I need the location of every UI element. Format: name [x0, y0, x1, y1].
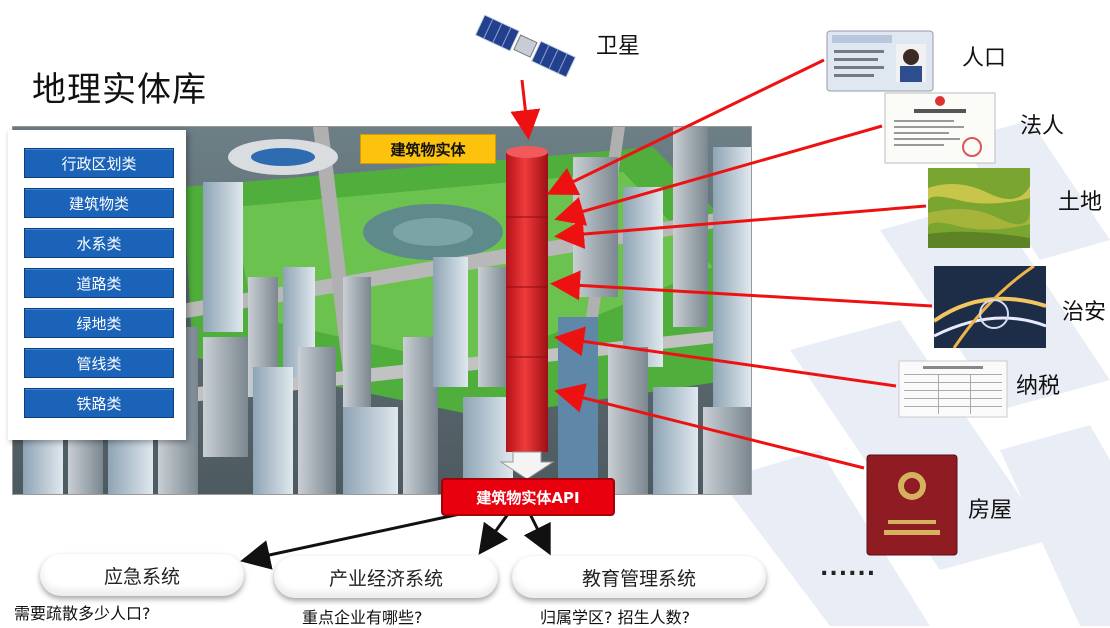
tax-document-image	[898, 360, 1008, 418]
question-industry-economy: 重点企业有哪些?	[302, 608, 423, 627]
population-label: 人口	[962, 46, 1007, 71]
building-entity-label: 建筑物实体	[360, 134, 496, 164]
arrow-satellite	[510, 79, 541, 140]
building-entity-api-box: 建筑物实体API	[441, 478, 615, 516]
land-image	[928, 168, 1030, 248]
arrow-tax	[554, 326, 897, 388]
system-education-management[interactable]: 教育管理系统	[512, 556, 766, 598]
land-label: 土地	[1058, 190, 1103, 215]
business-license-image	[884, 92, 996, 164]
category-list-panel: 行政区划类 建筑物类 水系类 道路类 绿地类 管线类 铁路类	[8, 130, 186, 440]
page-title: 地理实体库	[32, 70, 207, 110]
security-image	[934, 266, 1046, 348]
arrow-housing	[554, 383, 865, 470]
arrow-land	[554, 204, 927, 249]
system-emergency[interactable]: 应急系统	[40, 554, 244, 596]
category-pipeline[interactable]: 管线类	[24, 348, 174, 378]
security-label: 治安	[1062, 300, 1107, 325]
category-building[interactable]: 建筑物类	[24, 188, 174, 218]
housing-label: 房屋	[968, 498, 1013, 523]
legal-person-label: 法人	[1020, 114, 1065, 139]
system-industry-economy[interactable]: 产业经济系统	[274, 556, 498, 598]
arrow-legal-person	[554, 124, 883, 226]
arrow-to-industry	[478, 513, 510, 555]
arrow-security	[550, 270, 933, 308]
question-education-management: 归属学区? 招生人数?	[540, 608, 691, 627]
category-railway[interactable]: 铁路类	[24, 388, 174, 418]
arrow-to-emergency	[240, 512, 461, 570]
category-water[interactable]: 水系类	[24, 228, 174, 258]
tax-label: 纳税	[1016, 374, 1061, 399]
id-card-image	[826, 30, 934, 92]
satellite-icon	[474, 14, 577, 78]
category-road[interactable]: 道路类	[24, 268, 174, 298]
category-admin-division[interactable]: 行政区划类	[24, 148, 174, 178]
arrow-to-education	[523, 513, 551, 556]
category-greenland[interactable]: 绿地类	[24, 308, 174, 338]
satellite-label: 卫星	[596, 34, 641, 59]
more-ellipsis: ......	[820, 556, 877, 581]
question-emergency: 需要疏散多少人口?	[14, 604, 151, 623]
arrow-population	[546, 58, 825, 196]
property-certificate-image	[866, 454, 958, 556]
